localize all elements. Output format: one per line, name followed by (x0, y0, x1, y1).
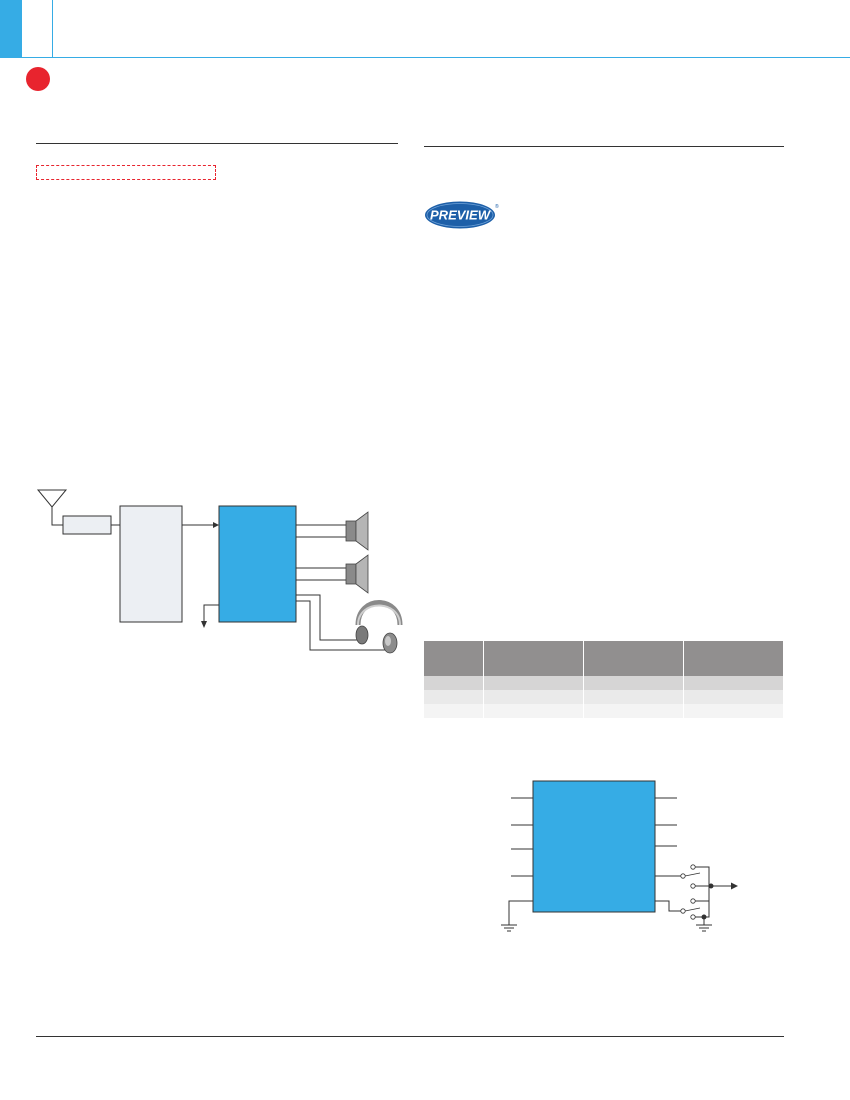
table-cell (582, 704, 683, 718)
table-cell (424, 690, 483, 704)
preview-badge-label: PREVIEW (430, 208, 492, 223)
signal-arrow-icon (213, 522, 219, 528)
speaker-icon (345, 511, 369, 551)
left-column-rule (36, 143, 398, 144)
table-cell (482, 690, 583, 704)
ground-icon (501, 924, 517, 932)
spec-table (424, 641, 783, 718)
tuner-block (119, 505, 183, 623)
audio-chip-block (218, 505, 297, 623)
footer-rule (36, 1036, 784, 1037)
table-cell (582, 690, 683, 704)
table-cell (682, 704, 783, 718)
table-cell (482, 704, 583, 718)
arrow-icon (731, 882, 738, 890)
table-cell (424, 676, 483, 690)
table-header-cell (682, 641, 783, 676)
header-tab (0, 0, 22, 58)
header-rule (0, 57, 850, 58)
table-header-cell (582, 641, 683, 676)
table-row (424, 704, 783, 718)
filter-block (62, 515, 112, 535)
right-column-rule (424, 146, 784, 147)
speaker-icon (345, 554, 369, 594)
highlight-box (36, 165, 216, 180)
antenna-icon (36, 489, 68, 526)
headphones-icon (355, 600, 403, 654)
pinout-diagram (501, 780, 738, 932)
ground-icon (696, 924, 712, 932)
table-row (424, 690, 783, 704)
preview-badge-icon: PREVIEW ® (425, 201, 499, 229)
table-header-cell (482, 641, 583, 676)
table-header-cell (424, 641, 483, 676)
table-cell (682, 676, 783, 690)
output-arrow-icon (201, 621, 207, 628)
table-cell (424, 704, 483, 718)
section-marker-dot (26, 67, 50, 91)
table-cell (582, 676, 683, 690)
table-row (424, 676, 783, 690)
header-divider (52, 0, 53, 58)
preview-badge: PREVIEW ® (424, 200, 500, 235)
table-header-row (424, 641, 783, 676)
block-diagram (36, 489, 403, 654)
preview-badge-mark: ® (495, 203, 499, 210)
chip-block (532, 780, 656, 913)
table-cell (682, 690, 783, 704)
table-cell (482, 676, 583, 690)
